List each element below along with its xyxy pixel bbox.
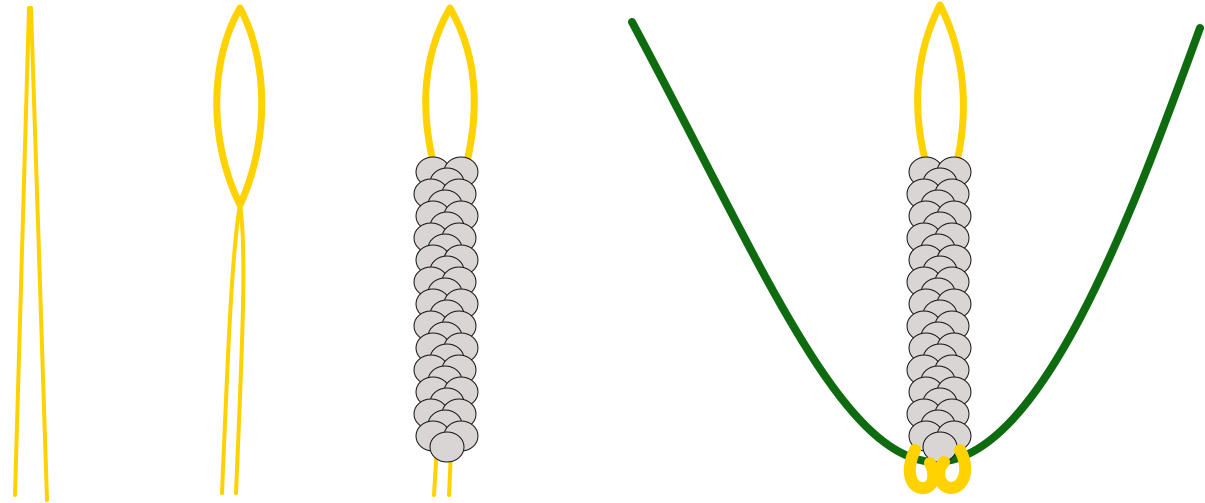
bead-column [907, 157, 971, 462]
step-1-straight-wires [15, 8, 47, 500]
bead-column [414, 157, 478, 462]
step-4-necklace-pendant [632, 5, 1200, 488]
wire-strand-left [15, 8, 29, 495]
wire-strand-right [31, 8, 47, 500]
step-3-beaded-stem [414, 8, 478, 495]
wire-loop [426, 8, 475, 180]
step-2-folded-loop [217, 8, 262, 493]
bead [430, 432, 464, 462]
twisted-end-right [236, 205, 243, 493]
wire-loop [217, 8, 262, 205]
wire-loop [918, 5, 964, 170]
